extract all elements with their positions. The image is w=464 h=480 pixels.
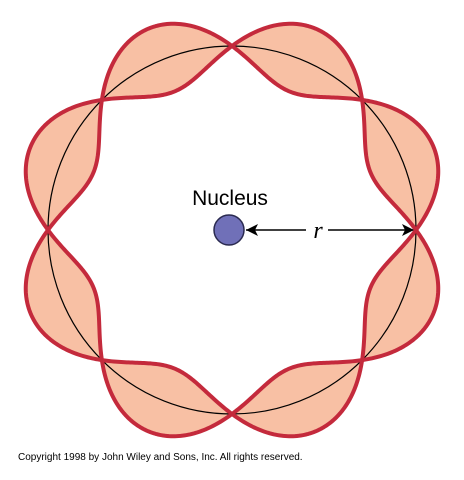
- standing-wave-inner: [23, 21, 441, 439]
- nucleus: [213, 214, 245, 246]
- nucleus-label: Nucleus: [192, 187, 268, 210]
- arrow-head-left-icon: [246, 224, 258, 236]
- copyright-notice: Copyright 1998 by John Wiley and Sons, I…: [18, 452, 303, 463]
- radius-label: r: [313, 218, 323, 244]
- radius-arrow: [246, 224, 414, 236]
- arrow-head-right-icon: [402, 224, 414, 236]
